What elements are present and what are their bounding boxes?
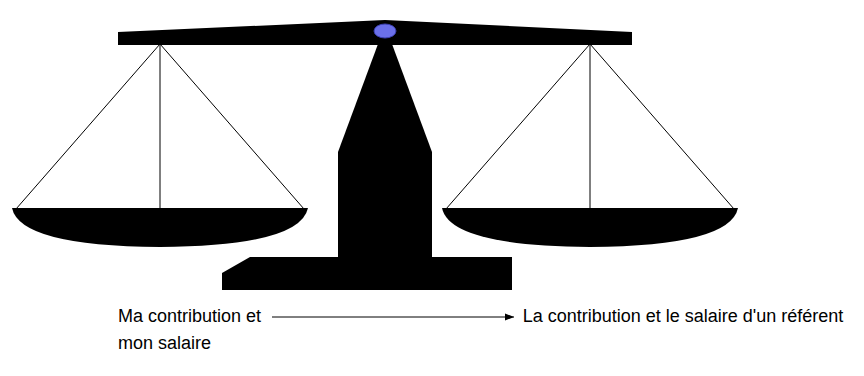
left-pan [12,208,308,247]
right-pan [442,208,738,247]
pivot [374,24,396,38]
text-block: La contribution et le salaire d'un référ… [518,303,848,330]
beam [118,20,632,45]
string [446,44,590,209]
string [590,44,591,209]
text-block: Ma contribution et mon salaire [118,303,268,357]
pillar [338,44,432,258]
arrow-connector [272,317,514,318]
node-text: La contribution et le salaire d'un référ… [518,303,848,330]
string [16,44,160,209]
node-text: Ma contribution et mon salaire [118,303,268,357]
string [590,44,734,209]
string [160,44,161,209]
pedestal [222,257,512,290]
string [160,44,304,209]
